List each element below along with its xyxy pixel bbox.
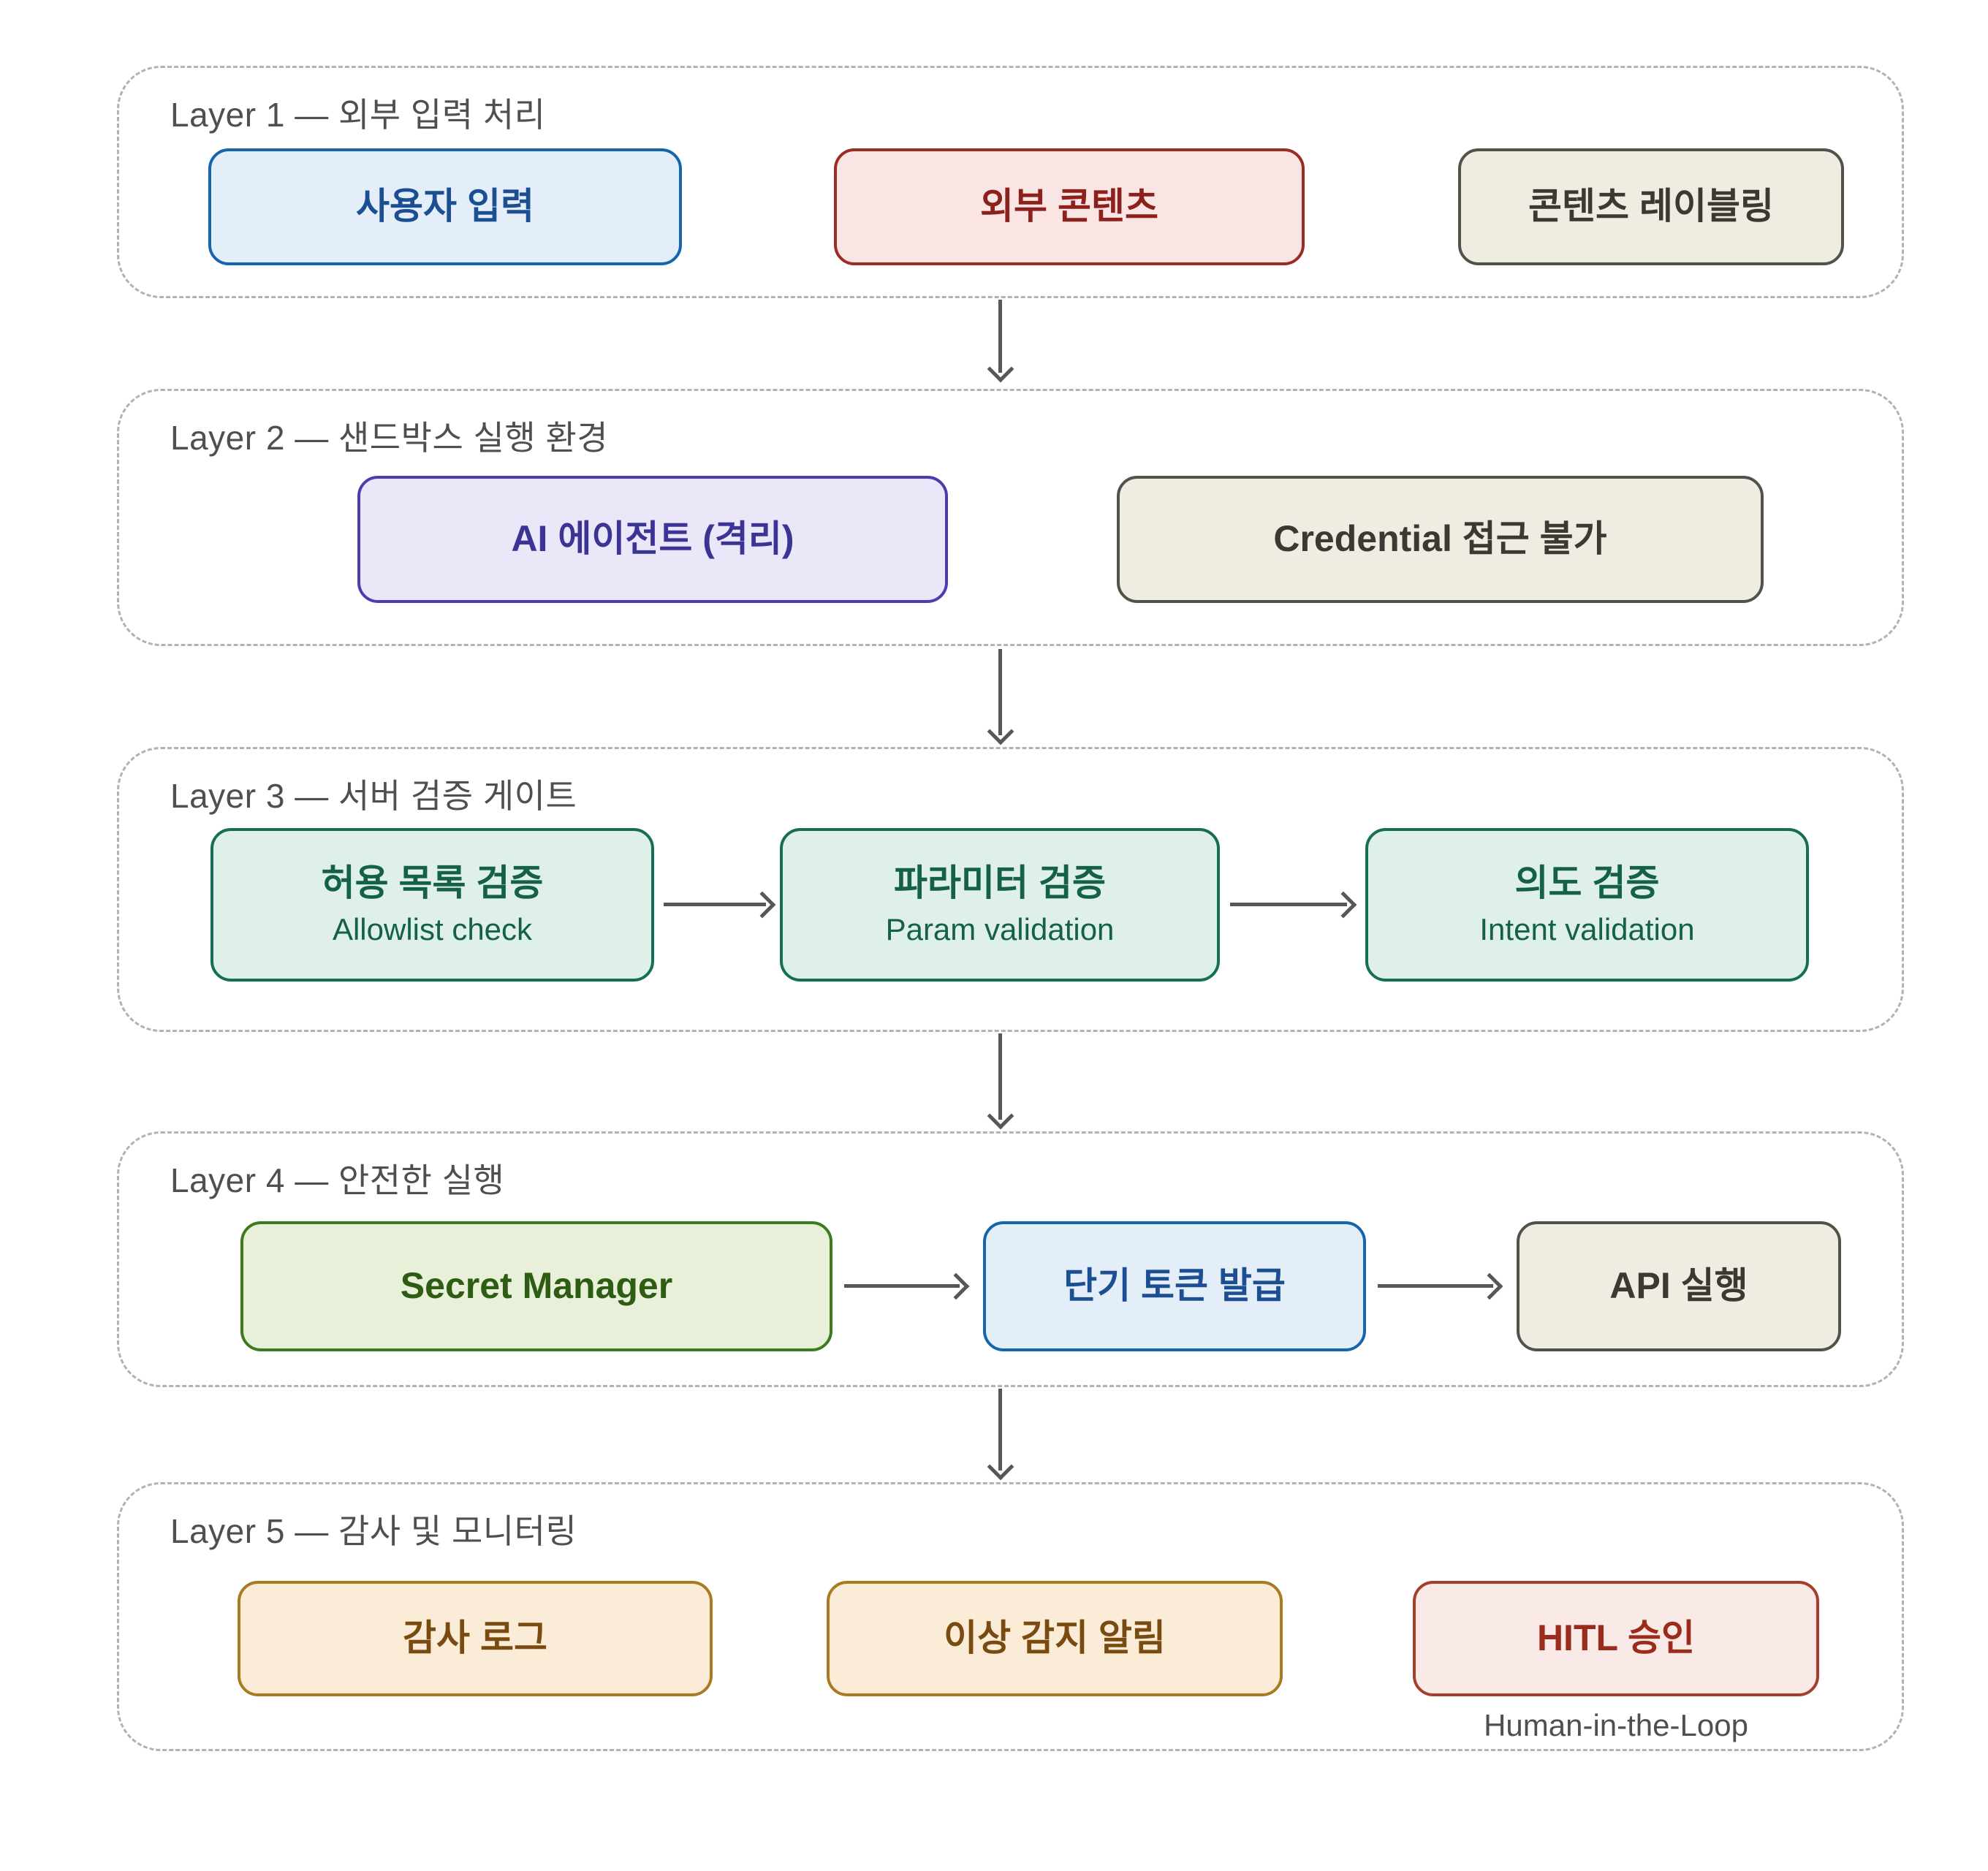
node-anomaly-alert-label: 이상 감지 알림 — [944, 1617, 1166, 1659]
node-user-input-label: 사용자 입력 — [356, 186, 534, 227]
node-credential-no-access-label: Credential 접근 불가 — [1273, 518, 1607, 560]
arrow-token-to-api — [1378, 1284, 1493, 1288]
node-intent-validation: 의도 검증 Intent validation — [1365, 828, 1809, 982]
layer-1-external-input: Layer 1 — 외부 입력 처리 사용자 입력 외부 콘텐츠 콘텐츠 레이블… — [117, 66, 1904, 298]
node-anomaly-alert: 이상 감지 알림 — [827, 1581, 1283, 1696]
layer-4-title: Layer 4 — 안전한 실행 — [170, 1161, 505, 1199]
node-secret-manager: Secret Manager — [240, 1221, 832, 1351]
node-secret-manager-label: Secret Manager — [400, 1265, 673, 1307]
layer-1-title: Layer 1 — 외부 입력 처리 — [170, 96, 546, 134]
node-api-execution-label: API 실행 — [1609, 1265, 1748, 1307]
node-intent-validation-label: 의도 검증 — [1514, 862, 1660, 904]
node-external-content-label: 외부 콘텐츠 — [980, 186, 1158, 227]
arrow-secret-to-token — [844, 1284, 960, 1288]
arrow-layer4-to-layer5 — [998, 1389, 1002, 1470]
node-allowlist-check-label: 허용 목록 검증 — [321, 862, 544, 904]
arrow-layer2-to-layer3 — [998, 649, 1002, 735]
layer-2-sandbox: Layer 2 — 샌드박스 실행 환경 AI 에이전트 (격리) Creden… — [117, 389, 1904, 646]
node-hitl-approval-label: HITL 승인 — [1536, 1617, 1696, 1659]
node-allowlist-check-sublabel: Allowlist check — [332, 911, 533, 946]
node-content-labeling-label: 콘텐츠 레이블링 — [1528, 186, 1774, 227]
node-audit-log-label: 감사 로그 — [403, 1617, 547, 1659]
node-param-validation-label: 파라미터 검증 — [894, 862, 1106, 904]
layer-4-safe-execution: Layer 4 — 안전한 실행 Secret Manager 단기 토큰 발급… — [117, 1131, 1904, 1387]
node-param-validation: 파라미터 검증 Param validation — [780, 828, 1220, 982]
node-allowlist-check: 허용 목록 검증 Allowlist check — [210, 828, 654, 982]
arrow-param-to-intent — [1230, 903, 1347, 906]
arrow-layer3-to-layer4 — [998, 1033, 1002, 1120]
node-param-validation-sublabel: Param validation — [885, 911, 1115, 946]
node-ai-agent-isolated-label: AI 에이전트 (격리) — [511, 518, 794, 560]
node-short-lived-token-label: 단기 토큰 발급 — [1063, 1265, 1286, 1307]
hitl-caption: Human-in-the-Loop — [1484, 1708, 1748, 1742]
node-user-input: 사용자 입력 — [208, 148, 682, 265]
arrow-allowlist-to-param — [664, 903, 766, 906]
node-short-lived-token: 단기 토큰 발급 — [983, 1221, 1366, 1351]
node-api-execution: API 실행 — [1517, 1221, 1841, 1351]
node-content-labeling: 콘텐츠 레이블링 — [1458, 148, 1844, 265]
node-credential-no-access: Credential 접근 불가 — [1117, 476, 1764, 603]
node-external-content: 외부 콘텐츠 — [834, 148, 1305, 265]
layer-3-title: Layer 3 — 서버 검증 게이트 — [170, 777, 577, 815]
layer-5-audit-monitoring: Layer 5 — 감사 및 모니터링 감사 로그 이상 감지 알림 HITL … — [117, 1482, 1904, 1751]
node-ai-agent-isolated: AI 에이전트 (격리) — [357, 476, 948, 603]
layer-5-title: Layer 5 — 감사 및 모니터링 — [170, 1512, 577, 1550]
node-audit-log: 감사 로그 — [238, 1581, 713, 1696]
node-hitl-approval: HITL 승인 — [1413, 1581, 1819, 1696]
layer-3-server-validation: Layer 3 — 서버 검증 게이트 허용 목록 검증 Allowlist c… — [117, 747, 1904, 1032]
node-intent-validation-sublabel: Intent validation — [1479, 911, 1695, 946]
arrow-layer1-to-layer2 — [998, 300, 1002, 373]
layer-2-title: Layer 2 — 샌드박스 실행 환경 — [170, 419, 609, 457]
